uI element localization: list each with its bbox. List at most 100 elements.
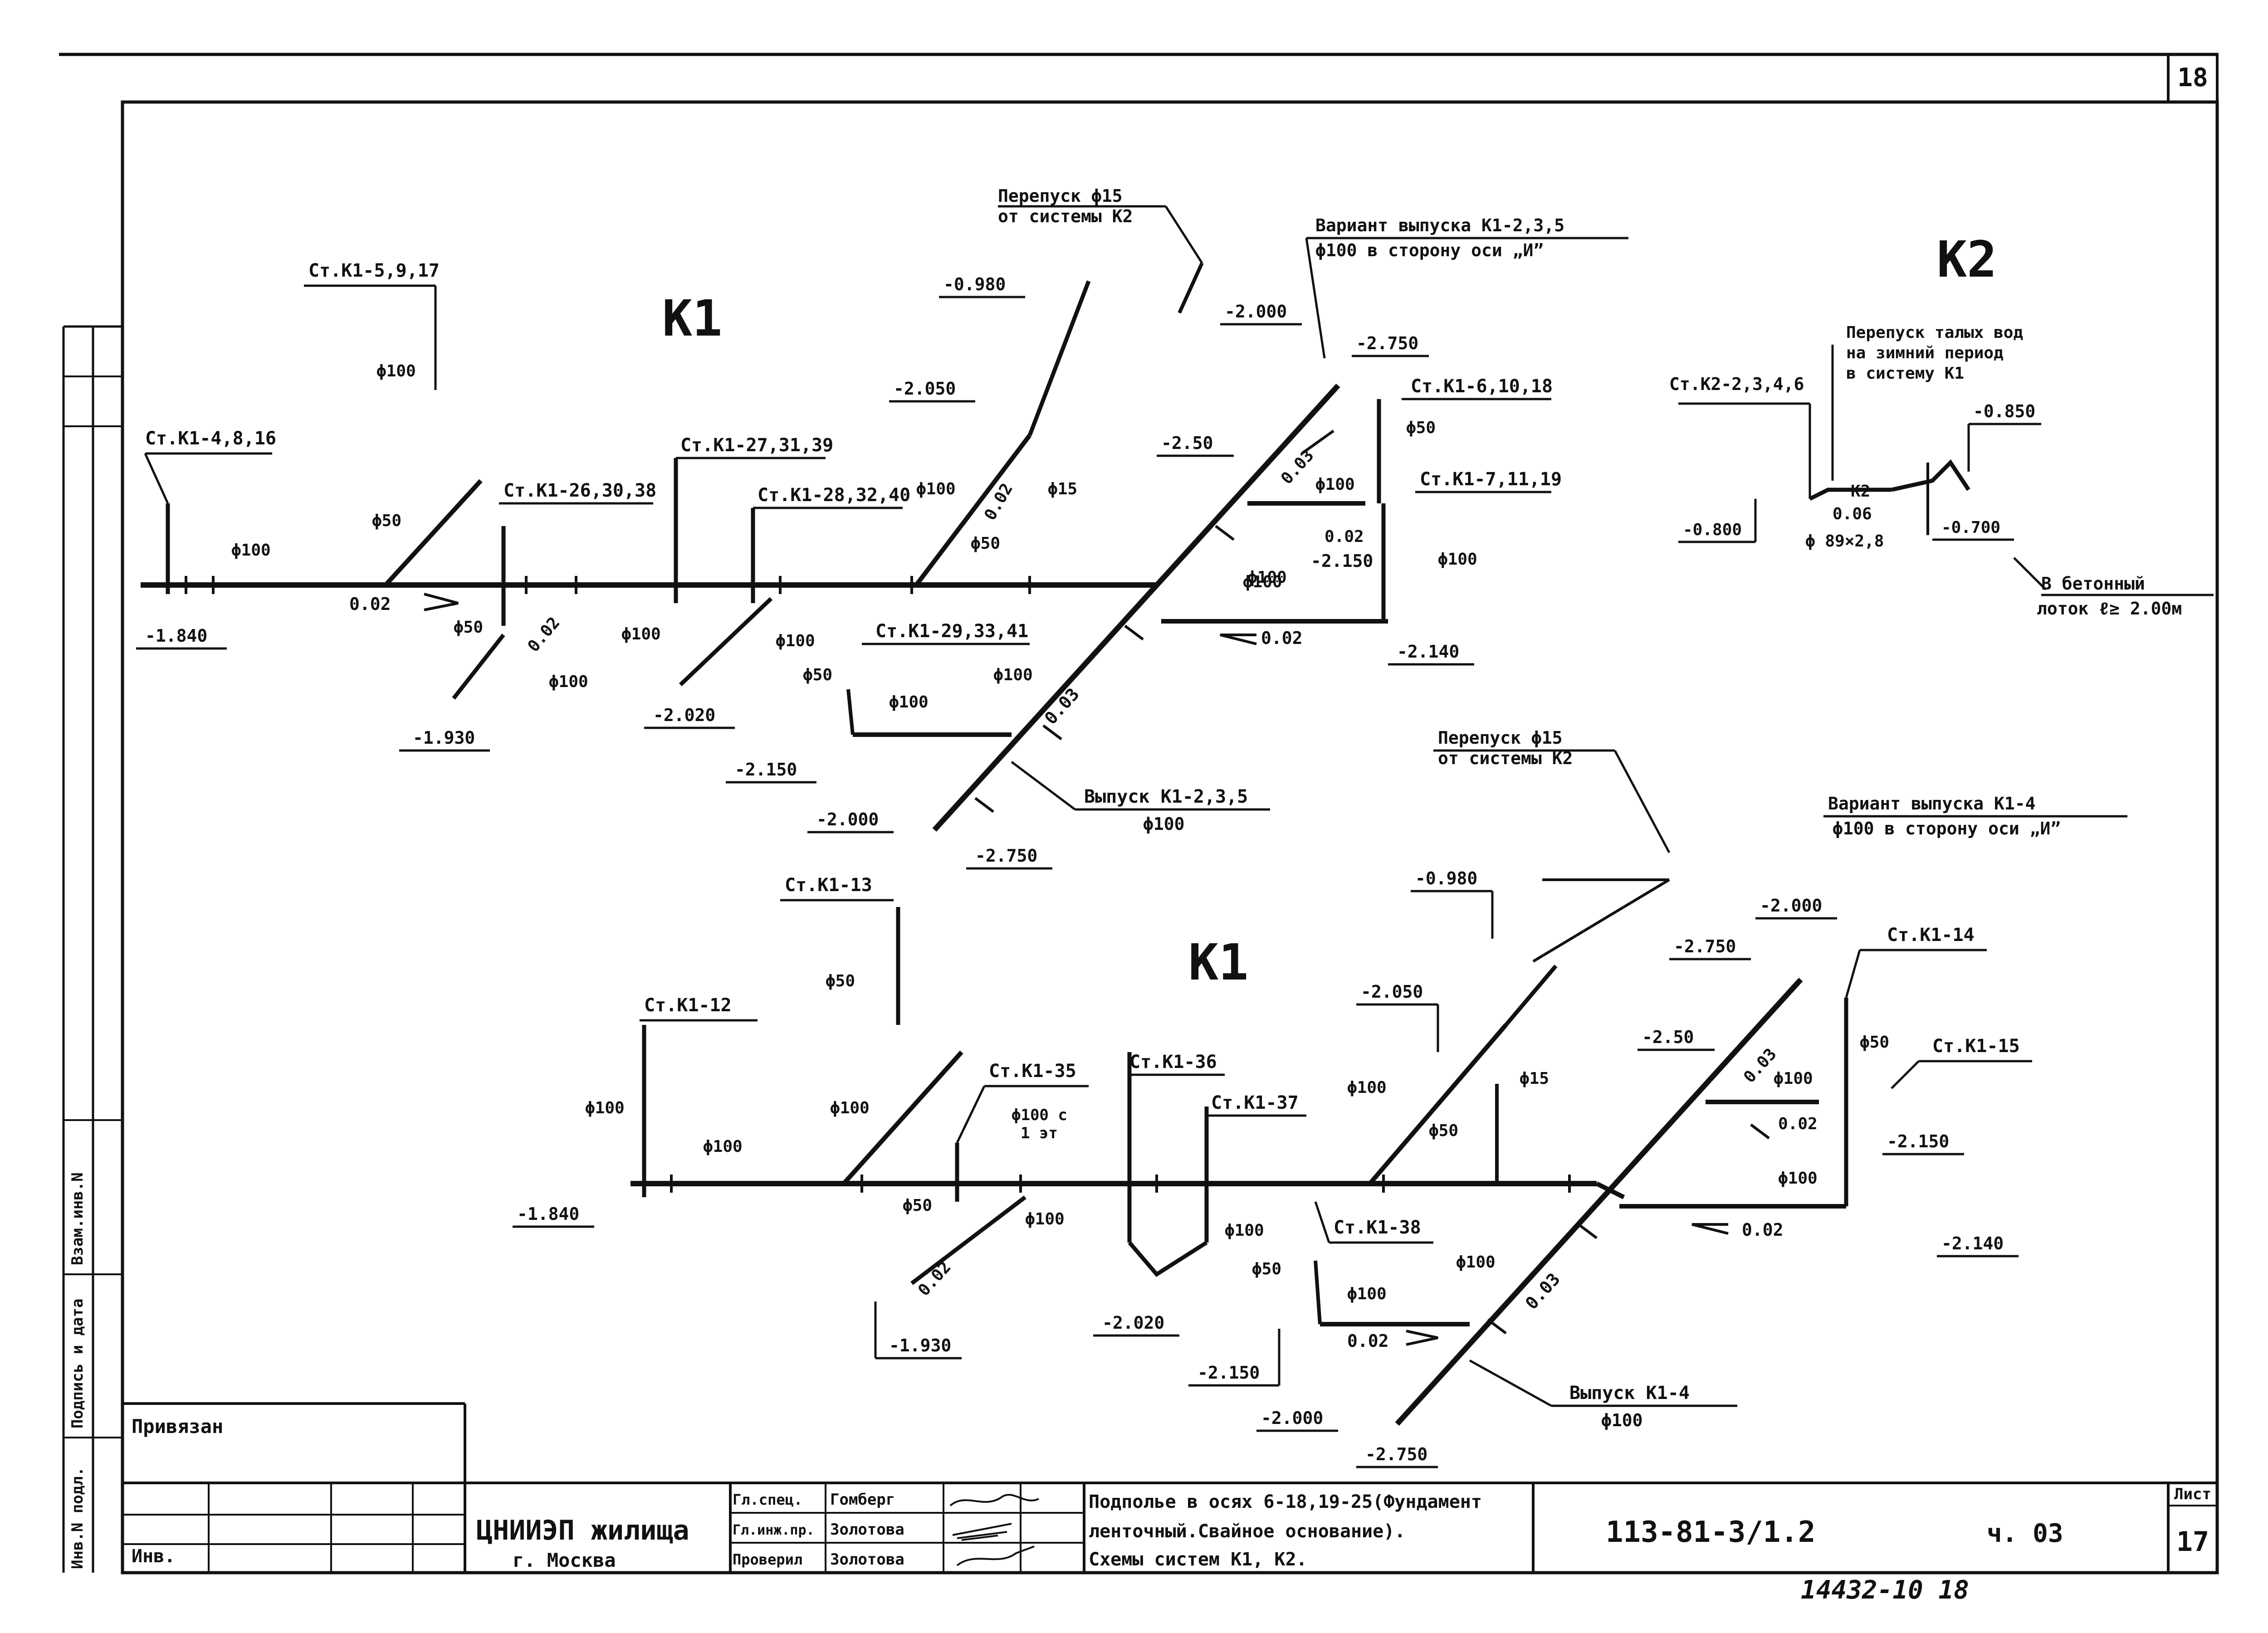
- top-dia-3: ϕ100: [231, 541, 271, 560]
- bot-dia-8: ϕ50: [1252, 1260, 1281, 1278]
- k2-elev-2: -0.800: [1683, 521, 1742, 539]
- k2-scheme: Ст.К2-2,3,4,6 Перепуск талых вод на зимн…: [1669, 323, 2214, 619]
- bot-slope-6: 0.02: [1778, 1115, 1818, 1133]
- drawing-code: 113-81-3/1.2: [1606, 1516, 1815, 1549]
- top-elev-6: -2.750: [975, 846, 1037, 866]
- page-number-box: [2167, 53, 2219, 103]
- bot-dia-16: ϕ100: [1778, 1169, 1818, 1188]
- top-elev-5: -2.000: [816, 809, 879, 829]
- k2-slope: 0.06: [1833, 505, 1872, 523]
- bot-dia-13: ϕ100: [1456, 1253, 1496, 1272]
- top-outlet-line1: Выпуск К1-2,3,5: [1084, 786, 1248, 807]
- bot-dia-6: ϕ100: [1025, 1210, 1065, 1228]
- inv-label: Инв.: [132, 1546, 175, 1567]
- bot-dia-10: ϕ100: [1347, 1078, 1387, 1097]
- title-line-1: Подполье в осях 6-18,19-25(Фундамент: [1089, 1492, 1482, 1512]
- k2-riser: Ст.К2-2,3,4,6: [1669, 374, 1804, 394]
- stamp-vzam-inv: Взам.инв.N: [68, 1172, 87, 1265]
- bot-dia-2: ϕ100: [585, 1099, 625, 1117]
- top-dia-8: ϕ100: [889, 693, 929, 712]
- bot-dia-15: ϕ100: [1774, 1069, 1813, 1088]
- top-elev-3: -2.020: [653, 705, 715, 725]
- drawing-frame: [121, 100, 2219, 1575]
- sheet-label: Лист: [2174, 1485, 2211, 1503]
- top-dia-11: ϕ100: [916, 480, 956, 498]
- drawing-part: ч. 03: [1987, 1519, 2063, 1548]
- riser-k1-15: Ст.К1-15: [1932, 1036, 2020, 1057]
- riser-k1-35: Ст.К1-35: [989, 1061, 1076, 1082]
- bot-slope-3: 0.02: [1742, 1220, 1784, 1240]
- role-3: Проверил: [733, 1551, 802, 1568]
- bot-elev-3: -2.020: [1102, 1313, 1164, 1333]
- bot-elev-1: -1.840: [517, 1204, 579, 1224]
- riser-k1-13: Ст.К1-13: [785, 875, 872, 896]
- top-bypass-line2: от системы К2: [998, 206, 1133, 226]
- top-dia-5: ϕ100: [549, 673, 588, 691]
- k2-tag: К2: [1851, 482, 1870, 501]
- k2-melt-line3: в систему К1: [1846, 364, 1964, 383]
- bot-dia-11: ϕ50: [1429, 1121, 1458, 1140]
- k1-bottom-scheme: [631, 878, 1848, 1426]
- top-dia-6: ϕ100: [621, 625, 661, 643]
- org-city: г. Москва: [513, 1549, 616, 1571]
- top-dia-7: ϕ100: [776, 632, 815, 650]
- bot-elev-12: -2.150: [1887, 1131, 1949, 1151]
- title-line-2: ленточный.Свайное основание).: [1089, 1521, 1405, 1542]
- top-dia-10: ϕ100: [993, 666, 1033, 684]
- top-dia-14: ϕ100: [1243, 573, 1282, 591]
- bot-dia-9: ϕ100: [1347, 1285, 1387, 1303]
- bottom-code: 14432-10 18: [1801, 1575, 1969, 1605]
- k2-pipe: ϕ 89×2,8: [1805, 532, 1884, 551]
- k1-top-labels: Ст.К1-5,9,17 Ст.К1-4,8,16 Ст.К1-26,30,38…: [136, 186, 1628, 870]
- k2-melt-line2: на зимний период: [1846, 344, 2004, 362]
- page-number: 18: [2177, 63, 2208, 93]
- bot-dia-1: ϕ50: [826, 972, 855, 990]
- top-variant-line1: Вариант выпуска К1-2,3,5: [1315, 215, 1564, 235]
- title-block: Привязан Инв. ЦНИИЭП жилища г. Москва Гл…: [122, 1402, 2217, 1573]
- bot-elev-2: -1.930: [889, 1336, 951, 1355]
- top-elev-8: -2.050: [894, 379, 956, 399]
- top-dia-15: ϕ50: [1406, 419, 1436, 437]
- k2-tray-line1: В бетонный: [2041, 574, 2145, 594]
- stamp-inv-podl: Инв.N подл.: [68, 1467, 87, 1569]
- bot-outlet-line2: ϕ100: [1601, 1410, 1643, 1430]
- bot-elev-7: -0.980: [1415, 868, 1477, 888]
- riser-k1-28-32-40: Ст.К1-28,32,40: [758, 485, 910, 506]
- top-slope-7: 0.02: [1325, 527, 1364, 546]
- top-dia-2: ϕ50: [372, 512, 401, 530]
- top-elev-10: -2.750: [1356, 333, 1418, 353]
- top-outlet-line2: ϕ100: [1143, 814, 1185, 834]
- role-1: Гл.спец.: [733, 1491, 802, 1508]
- sheet-number: 17: [2176, 1526, 2209, 1558]
- k2-tray-line2: лоток ℓ≥ 2.00м: [2037, 599, 2182, 619]
- top-elev-1: -1.840: [145, 626, 207, 646]
- side-stamp: Инв.N подл. Подпись и дата Взам.инв.N: [62, 325, 122, 1573]
- top-elev-11: -2.50: [1161, 433, 1213, 453]
- top-bypass-line1: Перепуск ϕ15: [998, 186, 1123, 206]
- riser-k1-38: Ст.К1-38: [1334, 1217, 1421, 1238]
- bot-slope-4: 0.03: [1521, 1269, 1564, 1313]
- top-variant-line2: ϕ100 в сторону оси „И”: [1315, 240, 1544, 260]
- top-elev-2: -1.930: [413, 728, 475, 748]
- top-dia-16: ϕ100: [1315, 475, 1355, 494]
- riser-k1-4-8-16: Ст.К1-4,8,16: [145, 428, 276, 449]
- bot-elev-4: -2.150: [1198, 1363, 1260, 1383]
- k1-top-scheme: [141, 262, 1388, 832]
- signature-1: [949, 1494, 1039, 1506]
- k1-bottom-outlet-diagonal: [1395, 977, 1803, 1426]
- name-3: Золотова: [830, 1550, 904, 1569]
- bot-outlet-line1: Выпуск К1-4: [1569, 1383, 1690, 1404]
- top-dia-9: ϕ50: [803, 666, 832, 684]
- riser-k1-36: Ст.К1-36: [1129, 1052, 1217, 1072]
- bot-note-35-line2: 1 эт: [1021, 1124, 1058, 1142]
- bot-variant-line1: Вариант выпуска К1-4: [1828, 794, 2036, 814]
- top-slope-1: 0.02: [349, 594, 391, 614]
- bot-note-35-line1: ϕ100 с: [1012, 1106, 1067, 1124]
- name-2: Золотова: [830, 1521, 904, 1539]
- name-1: Гомберг: [830, 1491, 895, 1509]
- privyazan-label: Привязан: [132, 1415, 223, 1438]
- signature-2: [952, 1523, 1012, 1541]
- bot-dia-12: ϕ15: [1520, 1069, 1549, 1088]
- top-slope-3: 0.02: [1261, 628, 1303, 648]
- org-name: ЦНИИЭП жилища: [476, 1515, 689, 1546]
